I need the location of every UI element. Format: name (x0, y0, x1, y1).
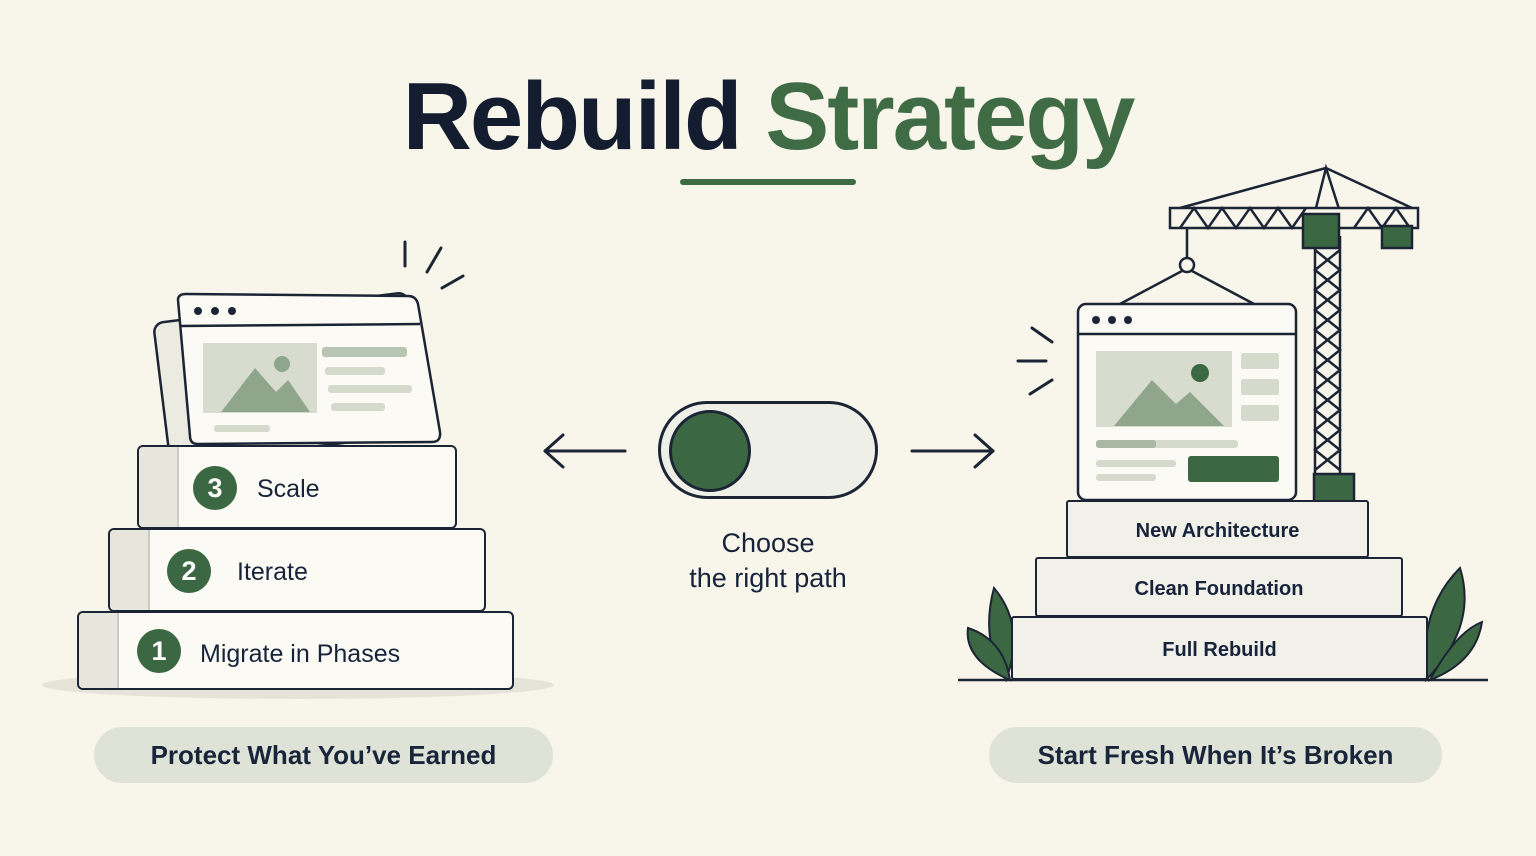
step-number-badge: 1 (137, 629, 181, 673)
block-clean-foundation: Clean Foundation (1035, 557, 1403, 617)
mountain-icon (221, 368, 310, 412)
crane-hook (1119, 228, 1255, 306)
step-number-badge: 3 (193, 466, 237, 510)
path-toggle-switch[interactable] (658, 401, 878, 499)
crane-cab (1301, 212, 1341, 250)
crane-base (1312, 472, 1356, 504)
block-full-rebuild: Full Rebuild (1011, 616, 1428, 680)
right-caption-pill: Start Fresh When It’s Broken (989, 727, 1442, 783)
left-caption-pill: Protect What You’ve Earned (94, 727, 553, 783)
motion-lines-icon (1016, 326, 1054, 396)
step-iterate: 2 Iterate (108, 528, 486, 612)
choose-line-1: Choose (721, 528, 815, 558)
step-label: Iterate (237, 558, 308, 586)
page-title: Rebuild Strategy (0, 62, 1536, 172)
title-part-1: Rebuild (402, 63, 743, 170)
plant-icon (966, 566, 1484, 683)
sun-icon (1191, 364, 1209, 382)
browser-window-icon (176, 292, 442, 446)
sun-icon (274, 356, 290, 372)
step-scale: 3 Scale (137, 445, 457, 529)
step-number-badge: 2 (167, 549, 211, 593)
title-part-2: Strategy (765, 63, 1135, 170)
step-side-shade (139, 447, 179, 527)
hanging-browser-window-icon (1076, 302, 1298, 502)
mountain-icon (1114, 380, 1224, 426)
step-migrate-in-phases: 1 Migrate in Phases (77, 611, 514, 690)
crane-icon (1168, 163, 1420, 474)
step-label: Migrate in Phases (200, 640, 401, 668)
choose-line-2: the right path (689, 563, 847, 593)
crane-counterweight (1380, 224, 1414, 250)
title-underline (680, 179, 856, 185)
sparkle-icon (403, 240, 465, 290)
step-side-shade (110, 530, 150, 610)
step-side-shade (79, 613, 119, 688)
choose-path-text: Choose the right path (618, 526, 918, 596)
block-new-architecture: New Architecture (1066, 500, 1369, 558)
toggle-knob[interactable] (669, 410, 751, 492)
step-label: Scale (257, 475, 320, 503)
